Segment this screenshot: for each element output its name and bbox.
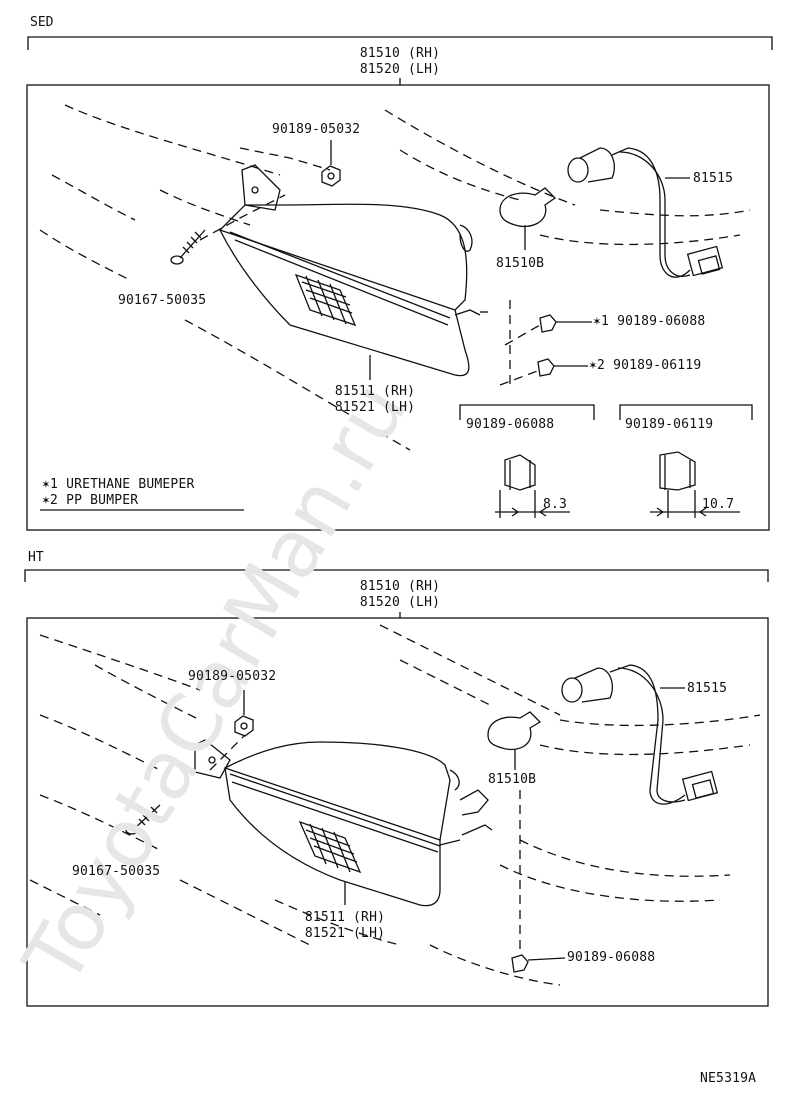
ht-screw-label: 90167-50035 <box>72 864 161 879</box>
ht-bulb-shape <box>487 711 542 770</box>
ht-section-bracket <box>24 569 769 582</box>
sed-nut2-shape <box>537 358 588 377</box>
sed-nut1-shape <box>539 314 592 333</box>
sed-detail1-part-label: 90189-06088 <box>466 417 555 432</box>
ht-screw-shape <box>125 804 161 835</box>
ht-bulb-label: 81510B <box>488 772 537 787</box>
sed-screw-label: 90167-50035 <box>118 293 207 308</box>
sed-screw-shape <box>170 229 206 265</box>
ht-upper-nut-label: 90189-05032 <box>188 669 277 684</box>
ht-nut-shape <box>511 954 566 973</box>
ht-assembly-lh-label: 81520 (LH) <box>359 595 441 610</box>
sed-detail2-part-label: 90189-06119 <box>625 417 714 432</box>
sed-nut2-label: ✶2 90189-06119 <box>589 358 702 373</box>
sed-lens-lh-label: 81521 (LH) <box>334 400 416 415</box>
sed-detail1-dimension: 8.3 <box>543 497 568 512</box>
ht-socket-shape <box>561 664 719 805</box>
sed-body-contours <box>39 104 751 451</box>
sed-bulb-label: 81510B <box>496 256 545 271</box>
ht-assembly-rh-label: 81510 (RH) <box>359 579 441 594</box>
ht-lens-lh-label: 81521 (LH) <box>304 926 386 941</box>
sed-detail1-drawing <box>459 404 595 518</box>
ht-nut-label: 90189-06088 <box>567 950 656 965</box>
sed-socket-label: 81515 <box>693 171 734 186</box>
sed-note2: ✶2 PP BUMPER <box>42 493 139 508</box>
sed-detail2-dimension: 10.7 <box>702 497 735 512</box>
sed-assembly-lh-label: 81520 (LH) <box>359 62 441 77</box>
ht-lens-rh-label: 81511 (RH) <box>304 910 386 925</box>
sed-lamp-housing <box>218 164 488 380</box>
ht-body-contours <box>29 624 761 986</box>
sed-nut1-label: ✶1 90189-06088 <box>593 314 706 329</box>
diagram-code: NE5319A <box>700 1071 757 1086</box>
sed-lens-rh-label: 81511 (RH) <box>334 384 416 399</box>
sed-section-bracket <box>27 36 773 50</box>
sed-socket-shape <box>567 147 724 278</box>
sed-frame <box>26 84 770 531</box>
sed-bulb-shape <box>499 187 557 250</box>
ht-socket-label: 81515 <box>687 681 728 696</box>
sed-upper-nut-shape <box>321 140 341 187</box>
ht-section-title: HT <box>28 550 44 565</box>
ht-frame <box>26 617 769 1007</box>
sed-detail2-drawing <box>619 404 753 518</box>
sed-upper-nut-label: 90189-05032 <box>272 122 361 137</box>
ht-upper-nut-shape <box>234 690 254 737</box>
sed-assembly-rh-label: 81510 (RH) <box>359 46 441 61</box>
sed-note1: ✶1 URETHANE BUMEPER <box>42 477 195 492</box>
ht-lamp-housing <box>194 739 493 907</box>
sed-section-title: SED <box>30 15 54 30</box>
